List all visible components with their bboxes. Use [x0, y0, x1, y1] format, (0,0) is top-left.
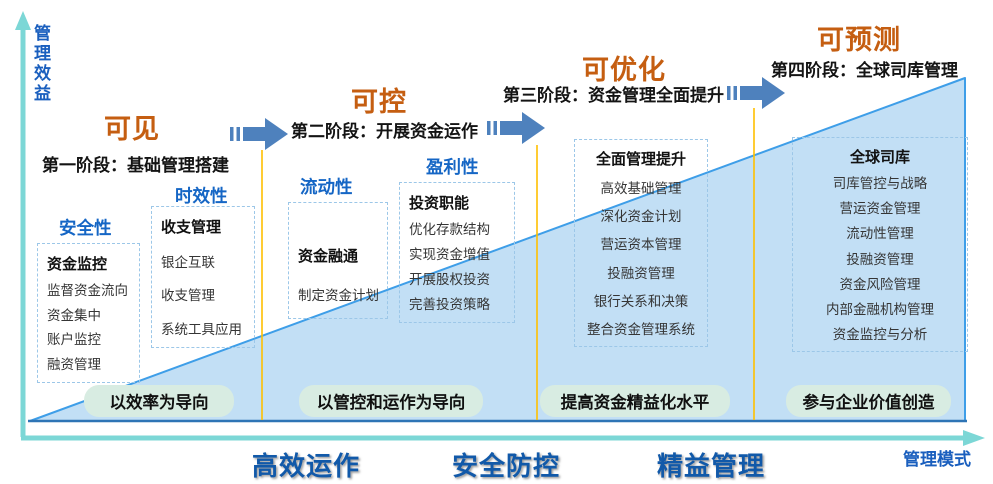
y-axis-label: 管理效益	[31, 24, 50, 104]
box-item: 监督资金流向	[47, 282, 128, 298]
stage2-title: 第二阶段：开展资金运作	[291, 122, 478, 141]
x-axis-label: 管理模式	[903, 450, 971, 469]
y-axis-arrow	[15, 11, 31, 437]
box-title: 资金监控	[47, 256, 108, 273]
box-item: 完善投资策略	[409, 297, 490, 312]
box-title: 全面管理提升	[595, 151, 686, 168]
box-item: 资金集中	[47, 307, 101, 323]
box-item: 实现资金增值	[409, 247, 490, 262]
box-item: 整合资金管理系统	[587, 321, 695, 337]
striped-arrow-icon	[230, 118, 288, 150]
stage1-keyword: 可见	[104, 114, 160, 144]
box-item: 营运资本管理	[600, 237, 682, 253]
x-axis-arrow	[21, 430, 985, 446]
stage4-keyword: 可预测	[817, 25, 901, 55]
category-label-liquidity: 流动性	[300, 177, 353, 197]
bottom-keyword-efficient-operation: 高效运作	[252, 451, 361, 481]
stage3-keyword: 可优化	[582, 55, 666, 85]
box-item: 资金监控与分析	[832, 326, 928, 342]
box-title: 资金融通	[298, 248, 359, 265]
box-title: 全球司库	[849, 149, 910, 166]
category-label-security: 安全性	[59, 218, 112, 238]
feature-box-receipts-payments: 收支管理 银企互联 收支管理 系统工具应用	[151, 206, 255, 348]
stage3-title: 第三阶段：资金管理全面提升	[503, 86, 724, 105]
stage4-title: 第四阶段：全球司库管理	[771, 61, 958, 80]
box-item: 系统工具应用	[161, 321, 242, 337]
box-item: 融资管理	[47, 357, 101, 372]
feature-box-fund-monitoring: 资金监控 监督资金流向 资金集中 账户监控 融资管理	[37, 243, 140, 383]
box-title: 投资职能	[409, 195, 470, 212]
box-item: 内部金融机构管理	[826, 301, 934, 317]
stage2-pill: 以管控和运作为导向	[299, 385, 483, 417]
box-item: 制定资金计划	[298, 288, 379, 303]
category-label-profitability: 盈利性	[426, 157, 479, 177]
box-item: 收支管理	[161, 288, 215, 304]
striped-arrow-icon	[487, 112, 545, 144]
feature-box-comprehensive-improvement: 全面管理提升 高效基础管理 深化资金计划 营运资本管理 投融资管理 银行关系和决…	[574, 139, 708, 347]
box-title: 收支管理	[161, 219, 222, 236]
box-item: 营运资金管理	[839, 201, 921, 217]
bottom-keyword-safe-control: 安全防控	[452, 451, 561, 481]
category-label-timeliness: 时效性	[175, 186, 228, 206]
box-item: 银企互联	[161, 254, 215, 270]
box-item: 投融资管理	[607, 265, 675, 281]
feature-box-investment: 投资职能 优化存款结构 实现资金增值 开展股权投资 完善投资策略	[399, 182, 515, 323]
stage1-title: 第一阶段：基础管理搭建	[42, 156, 229, 175]
box-item: 流动性管理	[846, 226, 914, 242]
feature-box-global-treasury: 全球司库 司库管控与战略 营运资金管理 流动性管理 投融资管理 资金风险管理 内…	[792, 137, 968, 352]
box-item: 账户监控	[47, 332, 101, 348]
bottom-keyword-lean-management: 精益管理	[657, 451, 766, 481]
stage1-pill: 以效率为导向	[84, 385, 234, 417]
box-item: 深化资金计划	[600, 209, 682, 225]
feature-box-financing: 资金融通 制定资金计划	[288, 202, 388, 319]
striped-arrow-icon	[727, 77, 785, 109]
box-item: 开展股权投资	[409, 272, 490, 287]
box-item: 优化存款结构	[409, 222, 490, 237]
box-item: 高效基础管理	[600, 181, 682, 197]
box-item: 资金风险管理	[839, 276, 921, 292]
box-item: 司库管控与战略	[832, 176, 928, 192]
stage2-keyword: 可控	[351, 87, 407, 117]
stage4-pill: 参与企业价值创造	[786, 385, 951, 417]
box-item: 银行关系和决策	[593, 293, 689, 309]
box-item: 投融资管理	[846, 251, 914, 267]
stage3-pill: 提高资金精益化水平	[540, 385, 730, 417]
